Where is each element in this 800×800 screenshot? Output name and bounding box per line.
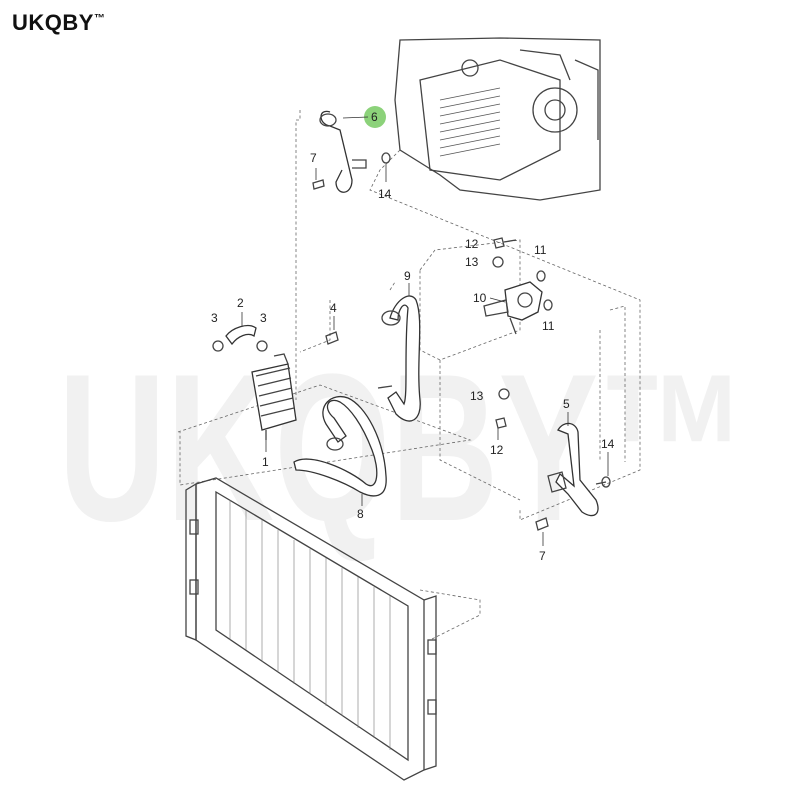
callout-3-left: 3 xyxy=(211,311,218,325)
oil-cooler-1 xyxy=(251,353,297,452)
nut-13-bottom xyxy=(498,388,510,400)
callout-12-bottom: 12 xyxy=(490,443,504,457)
brand-trademark: ™ xyxy=(93,12,106,25)
bolt-7-bottom xyxy=(535,517,549,546)
callout-2: 2 xyxy=(237,296,244,310)
thermostat-housing-10 xyxy=(483,281,543,335)
callout-13-top: 13 xyxy=(465,255,479,269)
oring-14-bottom xyxy=(601,452,611,488)
callout-5: 5 xyxy=(563,397,570,411)
clamp-3-left xyxy=(212,340,224,352)
callout-12-top: 12 xyxy=(465,237,479,251)
callout-labels: 6 7 14 12 13 11 9 10 11 2 3 3 4 1 13 12 … xyxy=(211,110,615,563)
brand-name: UKQBY xyxy=(12,10,94,35)
callout-4: 4 xyxy=(330,301,337,315)
brand-logo: UKQBY™ xyxy=(12,10,105,36)
callout-3-right: 3 xyxy=(260,311,267,325)
oring-11-bottom xyxy=(543,299,553,311)
callout-14-top: 14 xyxy=(378,187,392,201)
callout-6: 6 xyxy=(371,110,378,124)
callout-9: 9 xyxy=(404,269,411,283)
clamp-3-right xyxy=(256,340,268,352)
callout-7-top: 7 xyxy=(310,151,317,165)
pipe-5 xyxy=(547,412,607,517)
hose-8 xyxy=(293,396,387,506)
transmission-housing xyxy=(394,37,601,201)
hose-9 xyxy=(377,283,421,422)
bolt-12-bottom xyxy=(495,417,507,440)
callout-11-top: 11 xyxy=(534,243,547,257)
callout-14-bottom: 14 xyxy=(601,437,615,451)
highlight-circle xyxy=(364,106,386,128)
callout-13-bottom: 13 xyxy=(470,389,484,403)
bolt-12-top xyxy=(493,237,517,249)
pipe-6 xyxy=(319,110,369,193)
callout-11-bottom: 11 xyxy=(542,319,555,333)
nut-13-top xyxy=(492,256,504,268)
oring-11-top xyxy=(536,270,546,282)
callout-7-bottom: 7 xyxy=(539,549,546,563)
radiator xyxy=(185,477,437,781)
callout-8: 8 xyxy=(357,507,364,521)
hose-2 xyxy=(225,312,257,346)
bolt-4 xyxy=(325,316,339,345)
callout-10: 10 xyxy=(473,291,487,305)
bolt-7-top xyxy=(312,168,325,190)
callout-1: 1 xyxy=(262,455,269,469)
oring-14-top xyxy=(381,152,391,182)
watermark: UKQBY™ xyxy=(58,330,748,565)
